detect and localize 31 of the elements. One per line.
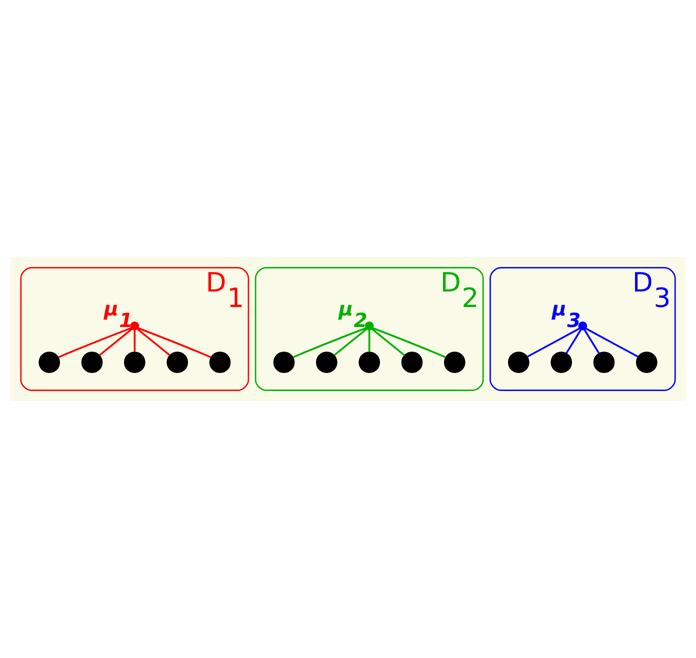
connector: [526, 328, 580, 358]
node-circle: [444, 352, 466, 373]
connector: [334, 328, 368, 356]
node-circle: [273, 352, 295, 373]
node-circle: [550, 352, 572, 373]
connector: [372, 327, 446, 358]
node-circle: [81, 352, 103, 373]
node-circle: [209, 352, 231, 373]
connector: [372, 328, 405, 356]
connector: [585, 328, 638, 358]
node-circle: [358, 352, 380, 373]
node-circle: [316, 352, 338, 373]
node-circle: [508, 352, 530, 373]
connector: [58, 327, 132, 358]
node-circle: [38, 352, 60, 373]
connector: [136, 328, 170, 356]
connector: [138, 327, 212, 358]
connector: [292, 327, 366, 358]
node-circle: [578, 321, 588, 330]
connector: [566, 329, 582, 354]
node-circle: [636, 352, 658, 373]
connector: [134, 330, 136, 352]
node-circle: [124, 352, 146, 373]
connector: [99, 328, 132, 356]
node-circle: [364, 321, 374, 330]
node-circle: [166, 352, 188, 373]
connector: [368, 330, 370, 352]
node-circle: [130, 321, 140, 330]
connector: [584, 329, 600, 354]
node-circle: [401, 352, 423, 373]
node-circle: [593, 352, 615, 373]
